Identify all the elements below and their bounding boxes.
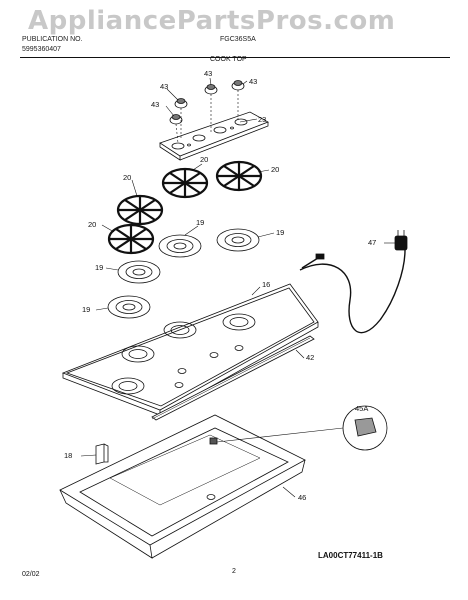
power-cord [299,230,408,334]
grate-icon [215,160,263,192]
drip-bowl-icon [158,234,202,258]
knob-icon [231,80,245,91]
callout-grate: 20 [271,165,279,174]
spark-module-icon [209,437,218,445]
burner-grates [107,160,263,255]
callout-trim-strip: 42 [306,353,314,362]
callout-knob: 43 [160,82,168,91]
callout-drip-bowl: 19 [196,218,204,227]
leader-lines [80,77,396,498]
knob-guide-lines [175,90,239,144]
trim-strip [151,335,315,421]
header-rule [20,57,450,58]
callout-burner-box: 46 [298,493,306,502]
footer-page-number: 2 [232,568,236,575]
cooktop-surface [61,283,319,416]
callout-cord: 47 [368,238,376,247]
knob-icon [169,114,183,125]
callout-labels: 43 43 43 43 23 20 20 20 20 19 19 19 19 1… [64,69,376,502]
watermark: AppliancePartsPros.com [28,6,396,36]
callout-drip-bowl: 19 [276,228,284,237]
publication-label: PUBLICATION NO. [22,36,83,43]
drip-bowls [107,228,260,319]
section-title: COOK TOP [210,56,247,63]
callout-bracket: 18 [64,451,72,460]
callout-grate: 20 [88,220,96,229]
callout-knob: 43 [249,77,257,86]
callout-drip-bowl: 19 [82,305,90,314]
spark-module-detail [216,405,388,451]
knob-icon [174,98,188,109]
burner-knobs [169,80,245,125]
burner-box [59,414,306,559]
footer-date: 02/02 [22,571,40,578]
drip-bowl-icon [107,295,151,319]
publication-number: 5995360407 [22,46,61,53]
callout-drip-bowl: 19 [95,263,103,272]
control-panel [159,111,269,161]
grate-icon [161,167,209,199]
grate-icon [116,194,164,226]
knob-icon [204,84,218,95]
drip-bowl-icon [117,260,161,284]
drip-bowl-icon [216,228,260,252]
plug-icon [394,235,408,251]
model-number: FGC36S5A [220,36,256,43]
mounting-bracket [95,443,109,465]
callout-spark-module: 45A [355,404,368,413]
drawing-code: LA00CT77411-1B [318,551,383,560]
callout-grate: 20 [123,173,131,182]
callout-panel: 23 [258,115,266,124]
callout-cooktop: 16 [262,280,270,289]
callout-knob: 43 [151,100,159,109]
callout-grate: 20 [200,155,208,164]
callout-knob: 43 [204,69,212,78]
grate-icon [107,223,155,255]
